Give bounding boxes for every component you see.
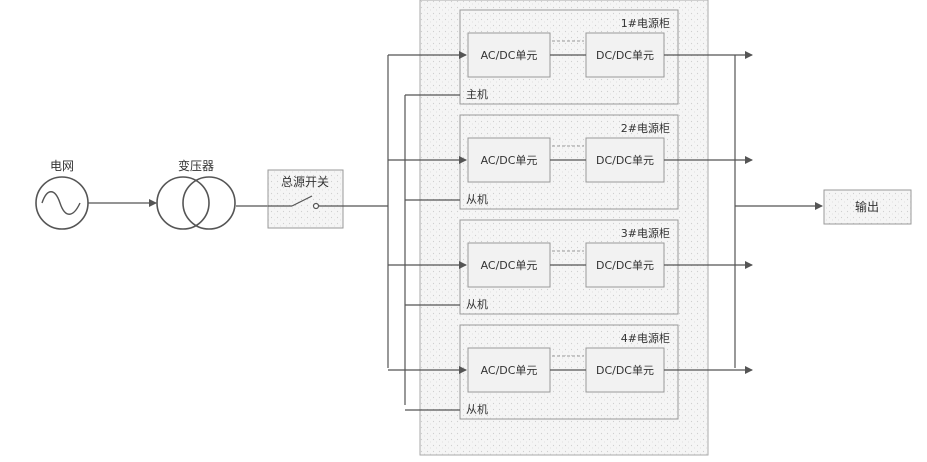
cabinet-role-label: 主机 <box>466 87 488 101</box>
main-switch: 总源开关 <box>268 170 343 228</box>
ac-dc-unit-label: AC/DC单元 <box>481 154 538 167</box>
ac-dc-unit-label: AC/DC单元 <box>481 259 538 272</box>
ac-dc-unit-label: AC/DC单元 <box>481 364 538 377</box>
grid-source-label: 电网 <box>50 159 74 173</box>
cabinet-role-label: 从机 <box>466 297 488 311</box>
output-block: 输出 <box>824 190 911 224</box>
dc-dc-unit-label: DC/DC单元 <box>596 259 654 272</box>
cabinet-title: 4#电源柜 <box>621 331 670 345</box>
cabinet-title: 1#电源柜 <box>621 16 670 30</box>
transformer-label: 变压器 <box>178 158 214 173</box>
cabinet-role-label: 从机 <box>466 192 488 206</box>
cabinet-title: 2#电源柜 <box>621 121 670 135</box>
grid-source: 电网 <box>36 159 88 229</box>
transformer: 变压器 <box>157 158 235 229</box>
cabinet-title: 3#电源柜 <box>621 226 670 240</box>
output-label: 输出 <box>855 199 879 214</box>
dc-dc-unit-label: DC/DC单元 <box>596 49 654 62</box>
switch-contact-icon <box>314 204 319 209</box>
main-switch-label: 总源开关 <box>281 175 329 189</box>
ac-dc-unit-label: AC/DC单元 <box>481 49 538 62</box>
dc-dc-unit-label: DC/DC单元 <box>596 154 654 167</box>
ac-source-icon <box>36 177 88 229</box>
dc-dc-unit-label: DC/DC单元 <box>596 364 654 377</box>
cabinet-role-label: 从机 <box>466 402 488 416</box>
